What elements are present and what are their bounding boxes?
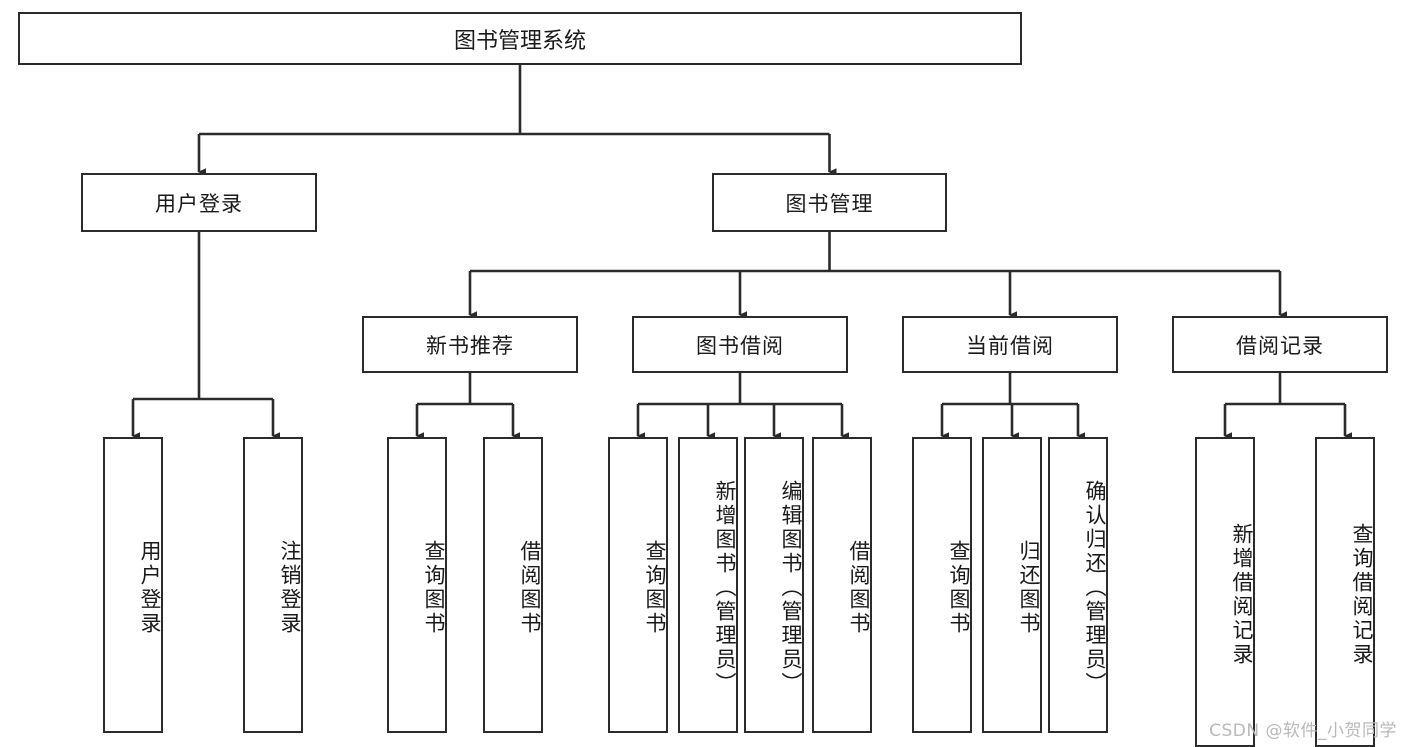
node-user-login-label: 用户登录 (155, 191, 243, 216)
node-leaf-borrow-book-b[interactable]: 借阅图书 (812, 437, 872, 733)
node-book-borrow[interactable]: 图书借阅 (632, 316, 848, 373)
node-leaf-confirm-return-label: 确认归还（管理员） (1083, 480, 1107, 696)
node-leaf-return-book-label: 归还图书 (1017, 540, 1041, 636)
node-book-manage-label: 图书管理 (785, 191, 874, 216)
node-book-manage[interactable]: 图书管理 (712, 173, 947, 232)
node-leaf-query-book-b[interactable]: 查询图书 (608, 437, 668, 733)
node-leaf-add-book-label: 新增图书（管理员） (713, 480, 737, 696)
node-book-borrow-label: 图书借阅 (696, 333, 784, 358)
node-new-book-recommend[interactable]: 新书推荐 (362, 316, 578, 373)
node-current-borrow[interactable]: 当前借阅 (902, 316, 1118, 373)
node-leaf-query-record[interactable]: 查询借阅记录 (1315, 437, 1375, 747)
node-leaf-borrow-book-b-label: 借阅图书 (847, 540, 871, 636)
csdn-watermark: CSDN @软件_小贺同学 (1209, 721, 1397, 741)
node-leaf-add-book[interactable]: 新增图书（管理员） (678, 437, 738, 733)
node-leaf-user-login[interactable]: 用户登录 (103, 437, 163, 733)
node-leaf-add-record-label: 新增借阅记录 (1230, 523, 1254, 667)
node-leaf-logout[interactable]: 注销登录 (243, 437, 303, 733)
node-leaf-query-book-c[interactable]: 查询图书 (912, 437, 972, 733)
node-leaf-edit-book[interactable]: 编辑图书（管理员） (744, 437, 804, 733)
node-leaf-query-record-label: 查询借阅记录 (1350, 523, 1374, 667)
node-leaf-borrow-book-a[interactable]: 借阅图书 (483, 437, 543, 733)
node-root-label: 图书管理系统 (453, 28, 586, 54)
node-leaf-confirm-return[interactable]: 确认归还（管理员） (1048, 437, 1108, 733)
node-borrow-record-label: 借阅记录 (1236, 333, 1324, 358)
node-leaf-return-book[interactable]: 归还图书 (982, 437, 1042, 733)
node-root[interactable]: 图书管理系统 (18, 12, 1022, 65)
node-user-login[interactable]: 用户登录 (81, 173, 317, 232)
node-leaf-borrow-book-a-label: 借阅图书 (518, 540, 542, 636)
node-leaf-user-login-label: 用户登录 (138, 540, 162, 636)
node-borrow-record[interactable]: 借阅记录 (1172, 316, 1388, 373)
node-current-borrow-label: 当前借阅 (966, 333, 1054, 358)
node-leaf-query-book-c-label: 查询图书 (947, 540, 971, 636)
node-leaf-edit-book-label: 编辑图书（管理员） (779, 480, 803, 696)
node-new-book-recommend-label: 新书推荐 (426, 333, 514, 358)
node-leaf-query-book-b-label: 查询图书 (643, 540, 667, 636)
node-leaf-query-book-a[interactable]: 查询图书 (387, 437, 447, 733)
node-leaf-add-record[interactable]: 新增借阅记录 (1195, 437, 1255, 747)
node-leaf-logout-label: 注销登录 (278, 540, 302, 636)
node-leaf-query-book-a-label: 查询图书 (422, 540, 446, 636)
